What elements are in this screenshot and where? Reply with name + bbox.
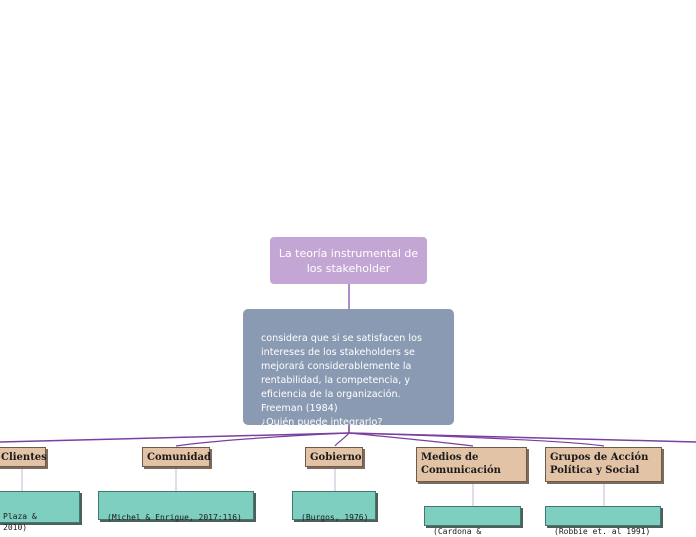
branch-label: Comunidad [147,452,212,463]
connector-right-edge [348,432,696,443]
connector-to-comunidad [175,432,350,447]
connector-to-gobierno [334,432,350,447]
leaf-citation-grupos[interactable]: (Robbie et. al 1991) [545,506,661,536]
connector-to-medios [348,432,474,447]
leaf-citation-medios[interactable]: (Cardona & [424,506,521,536]
leaf-citation-comunidad[interactable]: (Michel & Enrigue, 2017:116) [98,491,254,522]
leaf-citation-clientes[interactable]: Plaza & 2010) [0,491,80,532]
root-topic[interactable]: La teoría instrumental de los stakeholde… [270,237,427,284]
leaf-citation-text: (Robbie et. al 1991) [554,527,651,536]
leaf-citation-text: (Michel & Enrigue, 2017:116) [107,513,242,522]
leaf-citation-gobierno[interactable]: (Burgos, 1976) [292,491,376,522]
branch-grupos-de-accion[interactable]: Grupos de Acción Política y Social [545,447,662,482]
leaf-citation-text: Plaza & 2010) [3,512,37,532]
branch-medios-de-comunicacion[interactable]: Medios de Comunicación [416,447,527,482]
branch-label: Clientes [1,452,47,463]
branch-gobierno[interactable]: Gobierno [305,447,363,467]
branch-clientes[interactable]: Clientes [0,447,47,467]
leaf-citation-text: (Burgos, 1976) [301,513,369,522]
branch-label: Medios de Comunicación [421,452,501,476]
connector-to-grupos [348,432,605,447]
branch-comunidad[interactable]: Comunidad [142,447,212,467]
connector-to-clientes [0,432,350,443]
leaf-citation-text: (Cardona & [433,527,482,536]
connector-lines [0,284,696,506]
branch-label: Grupos de Acción Política y Social [550,452,649,476]
main-topic[interactable]: considera que si se satisfacen los inter… [243,309,454,428]
branch-label: Gobierno [310,452,362,463]
root-topic-title: La teoría instrumental de los stakeholde… [278,246,419,275]
mind-map-canvas: La teoría instrumental de los stakeholde… [0,237,696,536]
main-topic-text: considera que si se satisfacen los inter… [261,333,422,428]
